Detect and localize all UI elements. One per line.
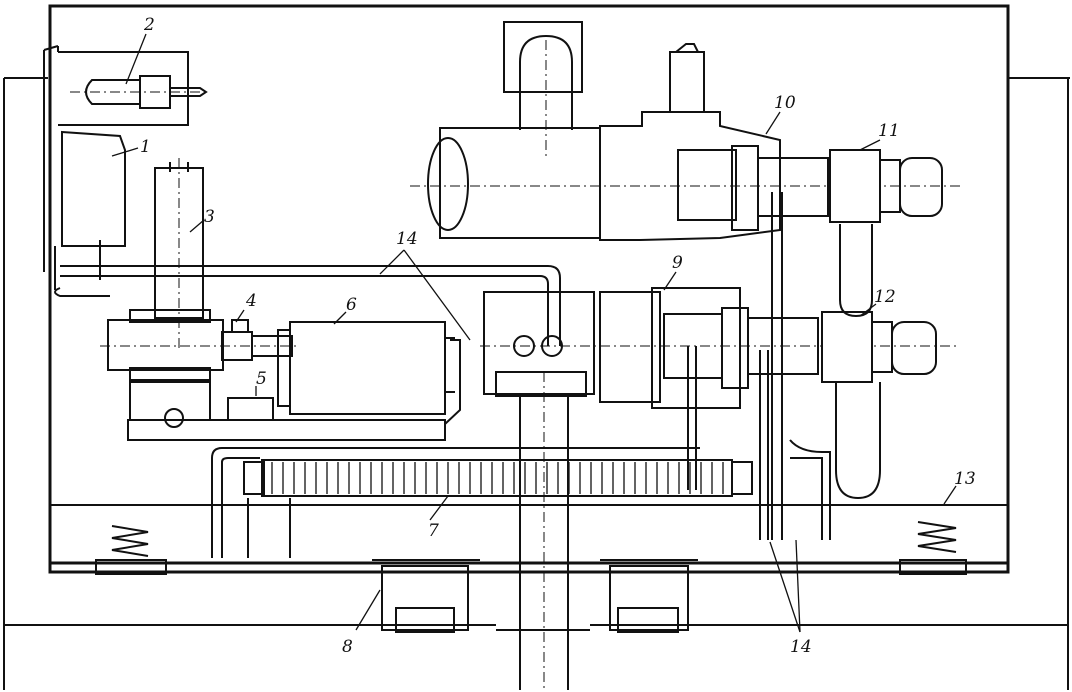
- label-9: 9: [672, 253, 683, 273]
- upper-compressor: [410, 21, 960, 241]
- upper-valve-block: [677, 145, 943, 231]
- motor-box: [277, 321, 455, 415]
- lower-valve-block: [663, 224, 937, 500]
- lower-compressor: [480, 287, 960, 409]
- box-1: [43, 125, 126, 290]
- mounts: [372, 559, 698, 633]
- label-13: 13: [954, 469, 976, 489]
- label-3: 3: [204, 207, 215, 227]
- label-14-upper: 14: [396, 229, 418, 249]
- radiator: [243, 459, 753, 497]
- label-4: 4: [245, 291, 257, 311]
- base: [127, 339, 461, 441]
- pipe-upper: [54, 265, 561, 346]
- label-1: 1: [140, 137, 151, 157]
- label-14-lower: 14: [790, 637, 812, 657]
- label-8: 8: [342, 637, 353, 657]
- pump-assembly: [100, 309, 300, 381]
- vertical-cylinder: [154, 158, 204, 350]
- central-column: [495, 371, 590, 690]
- label-10: 10: [774, 93, 796, 113]
- label-5: 5: [256, 369, 267, 389]
- label-12: 12: [874, 287, 896, 307]
- leader-lines: [111, 33, 957, 633]
- label-7: 7: [428, 521, 439, 541]
- number-labels: 1 2 3 4 5 6 7 8 9 10 11 12 13 14 14: [140, 15, 976, 657]
- label-2: 2: [143, 15, 155, 35]
- pipe-lower: [211, 192, 831, 558]
- label-11: 11: [878, 121, 900, 141]
- label-6: 6: [346, 295, 357, 315]
- springs: [95, 521, 967, 575]
- frame: [3, 4, 1070, 690]
- lamp: [43, 45, 210, 126]
